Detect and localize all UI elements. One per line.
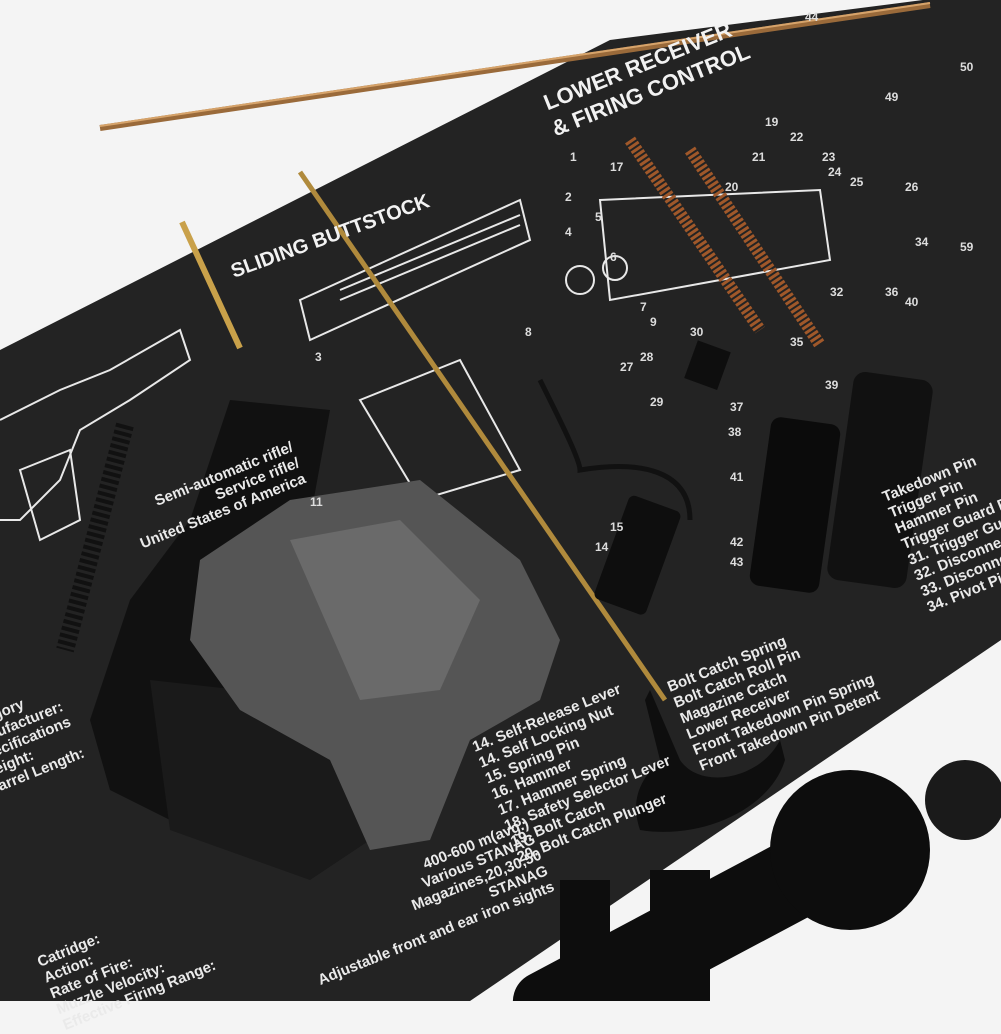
- part-number: 11: [310, 495, 323, 509]
- cleaning-rod: [99, 2, 931, 131]
- part-number: 40: [905, 295, 919, 309]
- part-number: 36: [885, 285, 899, 299]
- part-number: 25: [850, 175, 864, 189]
- part-number: 3: [315, 350, 322, 364]
- part-number: 38: [728, 425, 742, 439]
- part-number: 19: [765, 115, 779, 129]
- brass-brush: [685, 146, 825, 349]
- part-number: 30: [690, 325, 704, 339]
- part-number: 22: [790, 130, 804, 144]
- part-number: 29: [650, 395, 664, 409]
- part-number: 26: [905, 180, 919, 194]
- part-number: 14: [595, 540, 609, 554]
- brass-brush: [625, 136, 765, 334]
- t-handle: [636, 690, 785, 832]
- part-number: 50: [960, 60, 974, 74]
- part-number: 2: [565, 190, 572, 204]
- part-number: 5: [595, 210, 602, 224]
- slotted-tip: [179, 220, 243, 350]
- product-photo: SLIDING BUTTSTOCK LOWER RECEIVER & FIRIN…: [0, 0, 1001, 1001]
- part-number: 28: [640, 350, 654, 364]
- part-number: 42: [730, 535, 744, 549]
- part-number: 17: [610, 160, 624, 174]
- recoil-spring: [56, 422, 134, 653]
- part-number: 1: [570, 150, 577, 164]
- rifle-scope: [512, 760, 1001, 1001]
- part-number: 41: [730, 470, 744, 484]
- part-number: 23: [822, 150, 836, 164]
- part-number: 15: [610, 520, 624, 534]
- part-number: 27: [620, 360, 634, 374]
- part-number: 37: [730, 400, 744, 414]
- part-number: 59: [960, 240, 974, 254]
- part-number: 4: [565, 225, 572, 239]
- rifle-diagram: [0, 188, 832, 542]
- part-number: 39: [825, 378, 839, 392]
- part-number: 7: [640, 300, 647, 314]
- part-number: 49: [885, 90, 899, 104]
- tactical-flashlight: [749, 417, 841, 593]
- pressure-switch: [594, 495, 681, 615]
- brass-rod: [297, 170, 668, 702]
- part-number: 34: [915, 235, 929, 249]
- part-number: 35: [790, 335, 804, 349]
- part-number: 6: [610, 250, 617, 264]
- part-number: 44: [805, 10, 819, 24]
- part-number: 21: [752, 150, 766, 164]
- part-number: 32: [830, 285, 844, 299]
- part-number: 20: [725, 180, 739, 194]
- part-number: 43: [730, 555, 744, 569]
- photo-background: [0, 0, 1001, 1001]
- part-number: 8: [525, 325, 532, 339]
- part-number: 9: [650, 315, 657, 329]
- pressure-switch-cable: [537, 378, 693, 521]
- part-number: 24: [828, 165, 842, 179]
